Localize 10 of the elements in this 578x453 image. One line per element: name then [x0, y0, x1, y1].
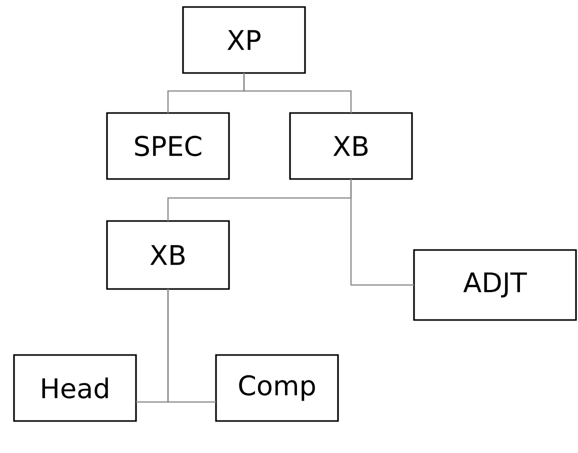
node-box: XB	[106, 220, 230, 290]
node-box: Comp	[215, 354, 339, 422]
node-box: SPEC	[106, 112, 230, 180]
connector-line	[243, 73, 352, 113]
node-box: ADJT	[413, 249, 577, 321]
connector-line	[350, 179, 414, 286]
connector-line	[167, 289, 216, 403]
node-box: XB	[289, 112, 413, 180]
node-box: Head	[13, 354, 137, 422]
node-box: XP	[182, 6, 306, 74]
